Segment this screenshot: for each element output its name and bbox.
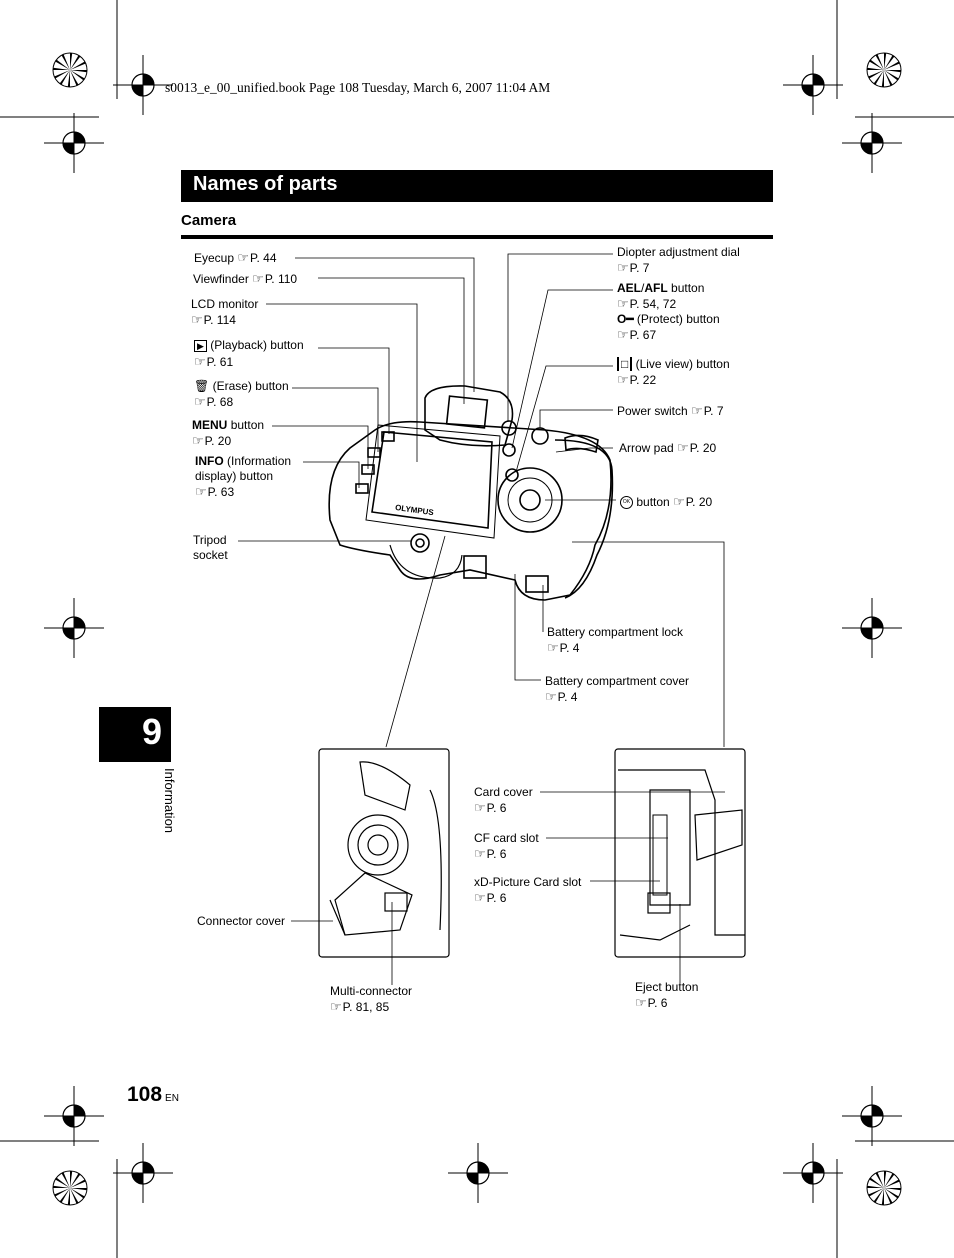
connector-cover-outline <box>334 872 413 936</box>
label-playback-button: ▶ (Playback) buttonP. 61 <box>194 338 304 370</box>
label-diopter-dial: Diopter adjustment dialP. 7 <box>617 245 740 276</box>
registration-mark <box>44 598 104 658</box>
label-erase-button: 🗑 (Erase) buttonP. 68 <box>194 379 289 410</box>
protect-key-icon: O━ <box>617 312 634 326</box>
label-battery-cover: Battery compartment coverP. 4 <box>545 674 689 705</box>
subsection-title: Camera <box>181 212 237 229</box>
label-multi-connector: Multi-connectorP. 81, 85 <box>330 984 412 1015</box>
label-arrow-pad: Arrow pad P. 20 <box>619 440 716 456</box>
live-view-icon: □ <box>617 357 633 371</box>
card-cover-outline <box>694 809 743 861</box>
registration-mark <box>783 1143 843 1203</box>
label-xd-card-slot: xD-Picture Card slotP. 6 <box>474 875 581 906</box>
star-target-mark <box>52 52 88 88</box>
registration-mark <box>842 598 902 658</box>
book-header: s0013_e_00_unified.book Page 108 Tuesday… <box>165 80 551 95</box>
label-viewfinder: Viewfinder P. 110 <box>193 271 297 287</box>
label-lcd-monitor: LCD monitorP. 114 <box>191 297 258 328</box>
subsection-rule <box>181 235 773 239</box>
tripod-socket-outline <box>410 533 430 553</box>
registration-mark <box>842 113 902 173</box>
star-target-mark <box>866 52 902 88</box>
registration-mark <box>448 1143 508 1203</box>
ok-icon: OK <box>620 496 633 510</box>
label-card-cover: Card coverP. 6 <box>474 785 533 816</box>
label-cf-card-slot: CF card slotP. 6 <box>474 831 539 862</box>
registration-mark <box>113 55 173 115</box>
detail-box-connector <box>318 748 450 958</box>
viewfinder-outline <box>445 395 489 429</box>
chapter-number: 9 <box>142 711 163 752</box>
registration-mark <box>44 113 104 173</box>
label-menu-button: MENU buttonP. 20 <box>192 418 264 449</box>
label-ael-afl-button: AEL/AFL buttonP. 54, 72O━ (Protect) butt… <box>617 281 720 343</box>
label-eject-button: Eject buttonP. 6 <box>635 980 698 1011</box>
section-title-bar: Names of parts <box>181 170 773 202</box>
cf-slot-outline <box>649 789 691 906</box>
chapter-tab: 9 <box>99 707 171 762</box>
label-battery-lock: Battery compartment lockP. 4 <box>547 625 683 656</box>
registration-mark <box>842 1086 902 1146</box>
registration-mark <box>113 1143 173 1203</box>
erase-icon: 🗑 <box>194 379 210 393</box>
section-title: Names of parts <box>193 173 338 195</box>
eyecup-outline <box>424 385 514 447</box>
lcd-screen-outline <box>371 431 493 529</box>
label-ok-button: OK button P. 20 <box>620 494 712 510</box>
eject-button-outline <box>647 892 671 914</box>
battery-lock-outline <box>463 555 487 579</box>
star-target-mark <box>52 1170 88 1206</box>
chapter-name: Information <box>162 768 177 834</box>
registration-mark <box>44 1086 104 1146</box>
label-connector-cover: Connector cover <box>197 914 286 928</box>
label-power-switch: Power switch P. 7 <box>617 403 724 419</box>
multi-connector-outline <box>384 892 408 912</box>
playback-icon: ▶ <box>194 340 207 352</box>
label-live-view-button: □ (Live view) buttonP. 22 <box>617 357 730 388</box>
star-target-mark <box>866 1170 902 1206</box>
label-eyecup: Eyecup P. 44 <box>194 250 277 266</box>
lcd-bezel-outline <box>365 424 501 539</box>
registration-mark <box>783 55 843 115</box>
